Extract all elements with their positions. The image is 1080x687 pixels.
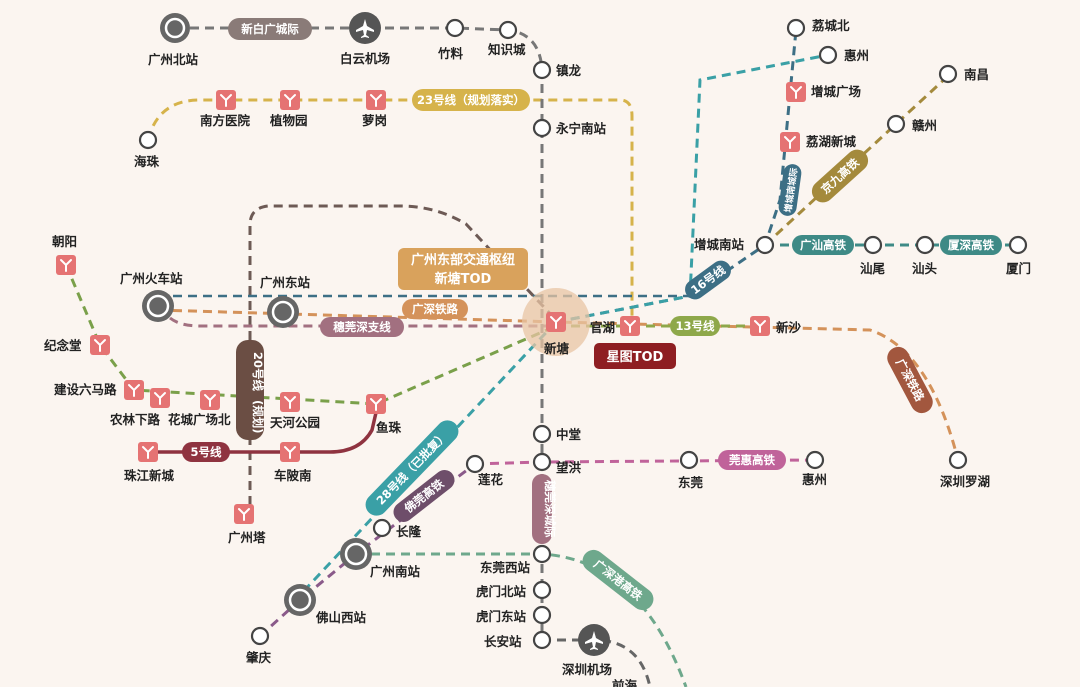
svg-text:增城南站: 增城南站 [694, 237, 745, 252]
line-guangshen-rail-route [157, 308, 960, 461]
svg-text:白云机场: 白云机场 [340, 51, 390, 66]
xingtu-tod-badge: 星图TOD [594, 343, 676, 369]
pill-xinbai: 新白广城际 [228, 18, 312, 40]
line-23-route [146, 98, 634, 322]
svg-text:新白广城际: 新白广城际 [241, 22, 299, 36]
svg-text:长安站: 长安站 [484, 634, 522, 649]
svg-text:5号线: 5号线 [190, 445, 222, 459]
svg-text:珠江新城: 珠江新城 [124, 468, 175, 483]
svg-text:广汕高铁: 广汕高铁 [800, 238, 846, 252]
svg-text:广州火车站: 广州火车站 [120, 271, 183, 286]
svg-text:惠州: 惠州 [844, 48, 869, 63]
pill-guangshan: 广汕高铁 [792, 235, 854, 255]
svg-text:建设六马路: 建设六马路 [54, 382, 117, 397]
svg-text:中堂: 中堂 [556, 427, 581, 442]
svg-text:新塘: 新塘 [544, 341, 570, 356]
svg-text:深圳机场: 深圳机场 [562, 662, 612, 677]
svg-text:朝阳: 朝阳 [52, 234, 77, 249]
svg-text:厦门: 厦门 [1006, 261, 1031, 276]
svg-text:穗莞深城际: 穗莞深城际 [543, 480, 557, 538]
svg-text:肇庆: 肇庆 [246, 650, 272, 665]
svg-text:13号线: 13号线 [675, 319, 715, 333]
svg-text:虎门东站: 虎门东站 [476, 609, 527, 624]
pill-line-23: 23号线（规划落实） [412, 89, 530, 111]
svg-text:赣州: 赣州 [912, 118, 937, 133]
pill-guangshen-gang: 广深港高铁 [582, 549, 654, 611]
svg-text:车陂南: 车陂南 [274, 468, 312, 483]
line-5-route [148, 403, 380, 454]
station-markers [138, 18, 1028, 650]
svg-text:南昌: 南昌 [964, 67, 989, 82]
svg-text:长隆: 长隆 [396, 524, 422, 539]
svg-text:前海: 前海 [612, 678, 638, 687]
pill-suiguan-vertical: 穗莞深城际 [532, 474, 557, 544]
svg-text:佛山西站: 佛山西站 [315, 610, 367, 625]
svg-text:知识城: 知识城 [487, 42, 526, 57]
svg-text:厦深高铁: 厦深高铁 [948, 238, 994, 252]
svg-text:鱼珠: 鱼珠 [376, 420, 402, 435]
pill-suiguan-branch: 穗莞深支线 [320, 317, 404, 337]
airplane-icon [349, 12, 381, 44]
svg-text:虎门北站: 虎门北站 [476, 584, 527, 599]
svg-text:海珠: 海珠 [134, 154, 160, 169]
svg-text:永宁南站: 永宁南站 [555, 121, 607, 136]
svg-text:(规划): (规划) [251, 400, 265, 434]
pill-hub: 广州东部交通枢纽 新塘TOD [398, 248, 528, 290]
airplane-icon [578, 624, 610, 656]
line-16-route [555, 29, 798, 324]
svg-text:增城广场: 增城广场 [811, 84, 861, 99]
svg-text:穗莞深支线: 穗莞深支线 [333, 320, 391, 334]
svg-text:广深港高铁: 广深港高铁 [591, 557, 645, 604]
svg-text:官湖: 官湖 [590, 320, 615, 335]
pill-line-20: 20号线 (规划) [236, 340, 265, 440]
pill-line-5: 5号线 [182, 442, 230, 462]
svg-text:荔湖新城: 荔湖新城 [805, 134, 857, 149]
svg-text:望洪: 望洪 [556, 460, 582, 475]
svg-text:广州东站: 广州东站 [260, 275, 311, 290]
svg-text:深圳罗湖: 深圳罗湖 [940, 474, 990, 489]
svg-text:星图TOD: 星图TOD [607, 350, 664, 365]
svg-text:东莞西站: 东莞西站 [480, 560, 531, 575]
line-suiguan-branch-route [169, 316, 556, 328]
svg-text:萝岗: 萝岗 [362, 113, 387, 128]
svg-text:天河公园: 天河公园 [270, 415, 320, 430]
svg-text:广深铁路: 广深铁路 [412, 302, 458, 316]
svg-text:新沙: 新沙 [776, 320, 802, 335]
svg-text:广州北站: 广州北站 [148, 52, 199, 67]
svg-text:20号线: 20号线 [251, 352, 265, 392]
svg-text:广州东部交通枢纽: 广州东部交通枢纽 [411, 252, 515, 268]
svg-text:纪念堂: 纪念堂 [44, 338, 82, 353]
svg-text:23号线（规划落实）: 23号线（规划落实） [417, 93, 525, 107]
svg-text:花城广场北: 花城广场北 [168, 412, 231, 427]
svg-text:竹料: 竹料 [437, 46, 464, 61]
pill-xiashen: 厦深高铁 [940, 235, 1002, 255]
svg-text:镇龙: 镇龙 [556, 63, 582, 78]
svg-text:植物园: 植物园 [269, 113, 308, 128]
pill-guangshen-rail: 广深铁路 [402, 299, 468, 319]
svg-text:莲花: 莲花 [478, 472, 504, 487]
svg-text:莞惠高铁: 莞惠高铁 [728, 453, 775, 467]
svg-text:农林下路: 农林下路 [109, 412, 161, 427]
svg-text:荔城北: 荔城北 [811, 18, 850, 33]
hub-ring-icons [142, 13, 372, 616]
svg-text:南方医院: 南方医院 [200, 113, 251, 128]
pill-jingjiu: 京九高铁 [811, 149, 869, 203]
line-east-loop-route [248, 204, 558, 520]
pill-line-13: 13号线 [670, 316, 720, 336]
svg-text:广州南站: 广州南站 [370, 564, 421, 579]
pill-guangshan-rail: 广深铁路 [887, 346, 933, 414]
svg-text:汕尾: 汕尾 [860, 261, 886, 276]
svg-text:东莞: 东莞 [678, 475, 704, 490]
svg-text:广州塔: 广州塔 [228, 530, 266, 545]
pill-guanhui: 莞惠高铁 [718, 450, 786, 470]
pill-line-16: 16号线 [685, 260, 731, 300]
pill-zengcheng-vertical: 增城南城际 [778, 164, 802, 216]
svg-text:惠州: 惠州 [802, 472, 827, 487]
svg-text:汕头: 汕头 [912, 261, 938, 276]
svg-text:新塘TOD: 新塘TOD [435, 271, 492, 287]
station-labels: 广州北站 白云机场 竹料 知识城 镇龙 永宁南站 南方医院 植物园 萝岗 海珠 … [44, 18, 1031, 687]
